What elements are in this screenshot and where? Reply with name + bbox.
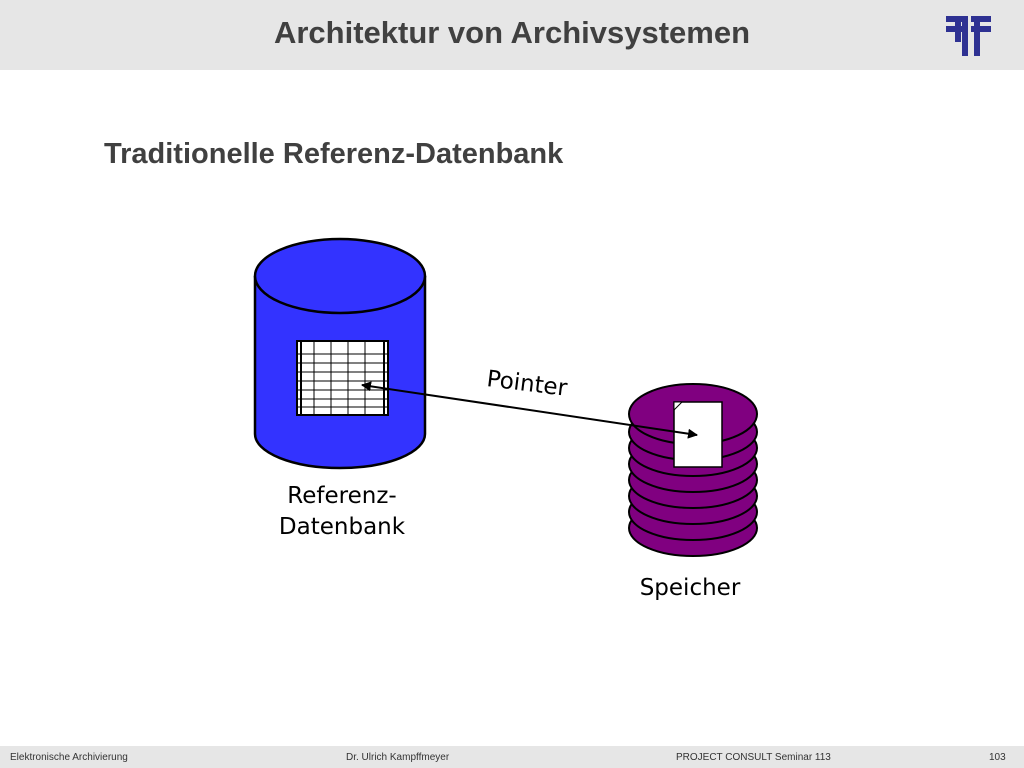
- slide-title: Architektur von Archivsystemen: [273, 15, 751, 50]
- database-label-line1: Referenz-: [287, 483, 396, 509]
- slide-subtitle: Traditionelle Referenz-Datenbank: [104, 138, 564, 170]
- project-consult-logo-icon: [946, 16, 991, 56]
- footer-course: Elektronische Archivierung: [10, 752, 128, 763]
- document-icon: [673, 401, 723, 468]
- footer-page-number: 103: [989, 752, 1006, 763]
- slide-header: Architektur von Archivsystemen: [0, 0, 1024, 70]
- slide-footer: Elektronische Archivierung Dr. Ulrich Ka…: [0, 746, 1024, 768]
- footer-seminar: PROJECT CONSULT Seminar 113: [676, 752, 831, 763]
- footer-author: Dr. Ulrich Kampffmeyer: [346, 752, 450, 763]
- storage-label: Speicher: [640, 575, 741, 601]
- database-label-line2: Datenbank: [279, 514, 406, 540]
- pointer-arrow: [361, 381, 698, 439]
- database-table-icon: [296, 340, 389, 416]
- pointer-label: Pointer: [485, 366, 569, 402]
